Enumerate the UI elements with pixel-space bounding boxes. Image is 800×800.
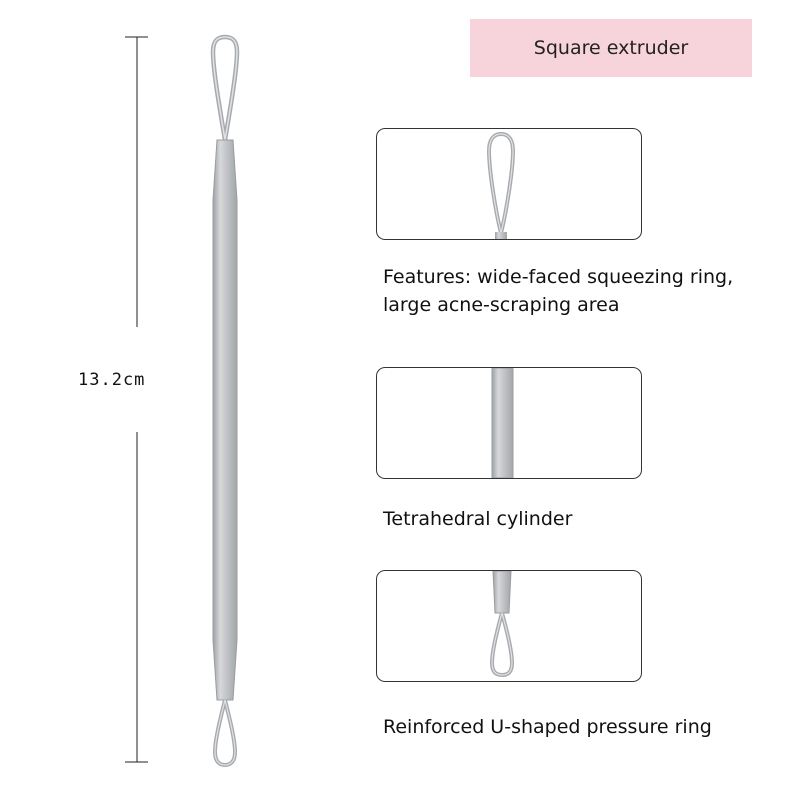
caption-line: Features: wide-faced squeezing ring, — [383, 266, 734, 288]
caption-squeezing-ring: Features: wide-faced squeezing ring, lar… — [383, 263, 733, 319]
dimension-line — [125, 36, 148, 763]
caption-line: large acne-scraping area — [383, 294, 620, 316]
product-title-banner: Square extruder — [470, 19, 752, 77]
shaft-closeup — [491, 368, 514, 478]
caption-pressure-ring: Reinforced U-shaped pressure ring — [383, 713, 712, 741]
caption-cylinder: Tetrahedral cylinder — [383, 505, 572, 533]
u-ring-closeup — [489, 571, 515, 678]
detail-image-pressure-ring — [376, 570, 642, 682]
extruder-tool-image — [210, 34, 240, 768]
caption-line: Tetrahedral cylinder — [383, 508, 573, 530]
dimension-label: 13.2cm — [78, 370, 146, 390]
detail-image-cylinder — [376, 367, 642, 479]
caption-line: Reinforced U-shaped pressure ring — [383, 716, 712, 738]
loop-tip-closeup — [486, 131, 516, 239]
detail-image-squeezing-ring — [376, 128, 642, 240]
